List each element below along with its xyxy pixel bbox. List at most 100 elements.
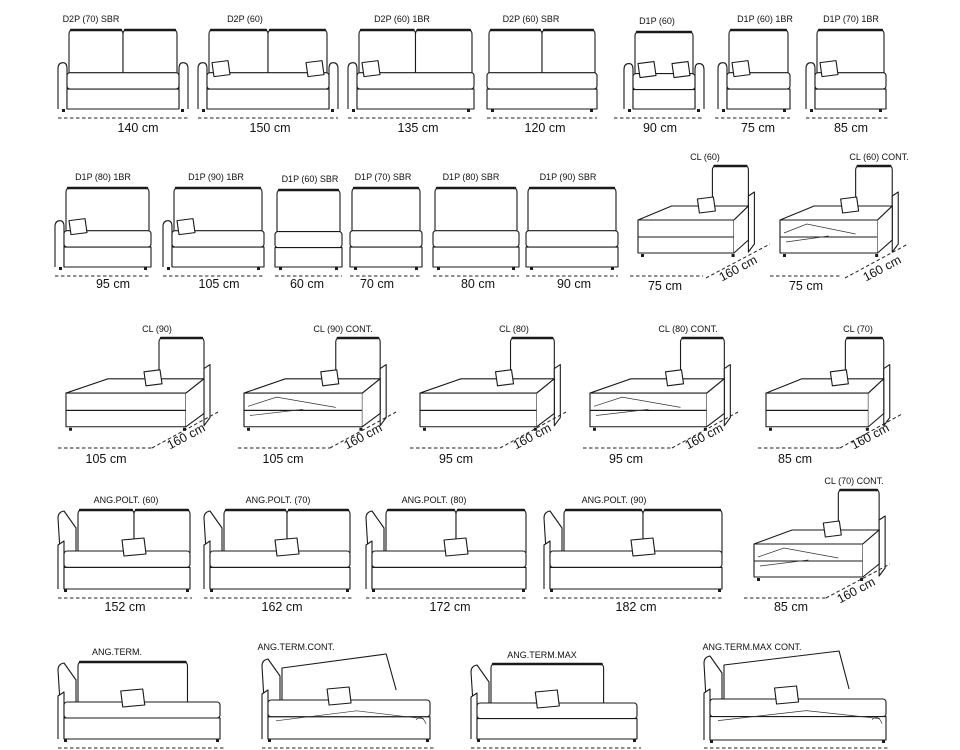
foot — [860, 578, 864, 581]
module-code: D2P (60) — [227, 14, 263, 24]
chaise-back — [844, 337, 885, 385]
angled-back — [703, 655, 723, 700]
side-arm — [470, 692, 478, 739]
width-dimension: 85 cm — [778, 452, 812, 466]
chaise-base — [779, 236, 879, 254]
foot — [628, 109, 631, 112]
width-dimension: 85 cm — [834, 121, 868, 135]
chaise-arm — [203, 363, 211, 427]
back-cushion — [527, 187, 617, 233]
storage-hinge — [415, 717, 427, 724]
width-dimension: 85 cm — [774, 600, 808, 614]
throw-pillow — [320, 369, 340, 387]
foot — [167, 267, 170, 270]
storage-line — [275, 710, 425, 722]
throw-pillow — [176, 218, 196, 236]
foot — [783, 254, 786, 257]
throw-pillow — [822, 520, 842, 538]
foot — [372, 589, 375, 592]
throw-pillow — [211, 60, 231, 78]
back-cushion — [488, 29, 543, 75]
foot — [718, 589, 721, 592]
chaise-front — [765, 392, 869, 411]
chaise-arm — [553, 363, 561, 427]
base — [63, 566, 191, 590]
module-code: ANG.POLT. (70) — [246, 495, 311, 505]
chaise-base — [419, 409, 538, 428]
module-4: D1P (60)90 cm — [614, 16, 705, 135]
width-dimension: 152 cm — [105, 600, 146, 614]
back-cushion — [276, 189, 341, 234]
width-dimension: 95 cm — [609, 452, 643, 466]
foot — [757, 578, 760, 581]
armrest-left — [623, 63, 634, 109]
storage-line — [717, 710, 881, 721]
base — [356, 88, 475, 110]
foot — [352, 109, 355, 112]
module-1: D2P (60)150 cm — [197, 14, 339, 135]
back-cushion — [414, 29, 473, 75]
module-code: CL (60) CONT. — [849, 152, 908, 162]
storage-open-line — [759, 559, 809, 567]
throw-pillow — [68, 218, 88, 236]
dimension-line — [825, 563, 891, 599]
foot — [335, 267, 338, 270]
chaise-base — [765, 409, 869, 428]
foot — [731, 254, 735, 257]
chaise-seat — [243, 378, 381, 394]
base — [525, 246, 619, 268]
chaise-seat — [419, 378, 555, 394]
chaise-back — [711, 165, 749, 212]
foot — [522, 589, 525, 592]
foot — [810, 109, 813, 112]
base — [63, 246, 152, 268]
foot — [865, 427, 869, 431]
module-code: CL (90) CONT. — [313, 324, 372, 334]
armrest-right — [694, 63, 705, 109]
module-code: CL (60) — [690, 152, 720, 162]
chaise-arm — [723, 363, 731, 427]
foot — [590, 109, 593, 112]
width-dimension: 95 cm — [96, 277, 130, 291]
width-dimension: 120 cm — [525, 121, 566, 135]
foot — [257, 267, 260, 270]
width-dimension: 80 cm — [461, 277, 495, 291]
foot — [512, 267, 515, 270]
foot — [641, 254, 644, 257]
tilted-back — [281, 653, 397, 700]
storage-hinge — [871, 717, 883, 724]
base — [486, 88, 598, 110]
throw-pillow — [829, 369, 849, 387]
chaise-back — [158, 337, 205, 385]
back-cushion — [434, 187, 518, 233]
width-dimension: 162 cm — [262, 600, 303, 614]
foot — [593, 427, 596, 431]
side-arm — [261, 689, 269, 739]
foot — [423, 427, 426, 431]
angled-back — [261, 658, 281, 701]
foot — [415, 267, 418, 270]
throw-pillow — [773, 685, 800, 705]
side-arm — [543, 540, 551, 589]
module-28: ANG.TERM.MAX CONT. — [702, 642, 890, 749]
module-code: D1P (60) 1BR — [737, 14, 793, 24]
storage-open-line — [593, 396, 681, 408]
foot — [710, 740, 713, 743]
width-dimension: 105 cm — [199, 277, 240, 291]
module-code: CL (90) — [142, 324, 172, 334]
chaise-base — [589, 409, 708, 428]
armrest-left — [805, 62, 816, 109]
chaise-side — [868, 378, 885, 428]
module-code: D2P (70) SBR — [63, 14, 120, 24]
base — [274, 247, 343, 268]
